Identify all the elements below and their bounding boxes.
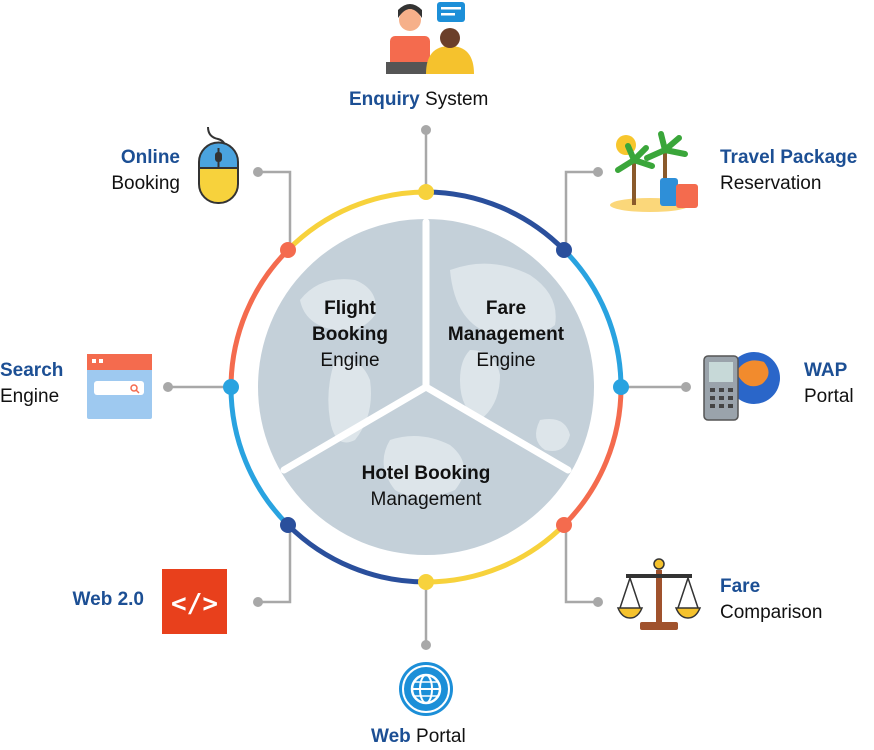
globe-center [258,218,594,555]
node-bold-text: WAP [804,360,848,381]
node-web-portal-label: Web Portal [371,724,466,750]
node-bold-text: Web 2.0 [72,589,144,610]
code-glyph-text: </> [171,589,218,619]
segment-title-line: Management [447,324,565,345]
ring-arc-5 [286,523,427,585]
outer-ring [228,189,624,585]
segment-flight-booking: Flight Booking Engine [295,296,405,374]
node-normal-text: Comparison [720,602,823,623]
connector-travel-package [564,170,598,250]
ring-arc-2 [562,248,624,388]
node-fare-comparison-label: Fare Comparison [720,574,822,626]
segment-fare-management: Fare Management Engine [436,296,576,374]
scales-icon [616,558,702,630]
node-bold-text: Travel Package [720,147,858,168]
ring-arc-4 [425,523,566,585]
segment-title-line: Booking [312,324,388,345]
segment-subtitle: Engine [320,350,380,371]
node-online-booking-label: Online Booking [111,145,180,197]
segment-title-line: Flight [324,298,376,319]
node-bold-text: Enquiry [349,89,420,110]
beach-luggage-icon [610,131,698,212]
node-wap-label: WAP Portal [804,358,854,410]
ring-arc-3 [562,386,624,527]
mobile-globe-icon [703,352,780,421]
code-icon: </> [162,569,227,634]
node-normal-text: Engine [0,386,60,407]
search-window-icon [87,354,152,419]
ring-node-dots [223,184,629,590]
node-normal-text: Portal [804,386,854,407]
node-normal-text: Portal [416,726,466,747]
connector-end-dots [163,125,691,650]
node-travel-package-label: Travel Package Reservation [720,145,857,197]
connector-fare-comparison [564,522,598,604]
ring-arc-1 [425,189,566,252]
ring-arc-8 [286,189,427,252]
support-agent-icon [386,2,474,74]
segment-hotel-booking: Hotel Booking Management [336,461,516,513]
node-bold-text: Online [120,147,180,168]
ring-arc-7 [228,248,290,388]
node-web20-label: Web 2.0 [73,587,144,613]
node-normal-text: System [425,89,489,110]
node-search-engine-label: Search Engine [0,358,63,410]
node-bold-text: Search [0,360,64,381]
node-normal-text: Booking [111,173,180,194]
node-bold-text: Fare [720,576,761,597]
ring-arc-6 [228,386,290,527]
segment-title-line: Hotel Booking [361,463,491,484]
connector-online-booking [258,170,292,250]
node-bold-text: Web [371,726,411,747]
mouse-icon [198,126,239,204]
segment-title-line: Fare [485,298,527,319]
node-normal-text: Reservation [720,173,822,194]
connector-lines [168,130,686,645]
connector-web20 [258,522,292,604]
segment-subtitle: Management [370,489,482,510]
globe-icon [399,662,453,716]
node-enquiry-label: Enquiry System [349,87,488,113]
segment-subtitle: Engine [476,350,536,371]
